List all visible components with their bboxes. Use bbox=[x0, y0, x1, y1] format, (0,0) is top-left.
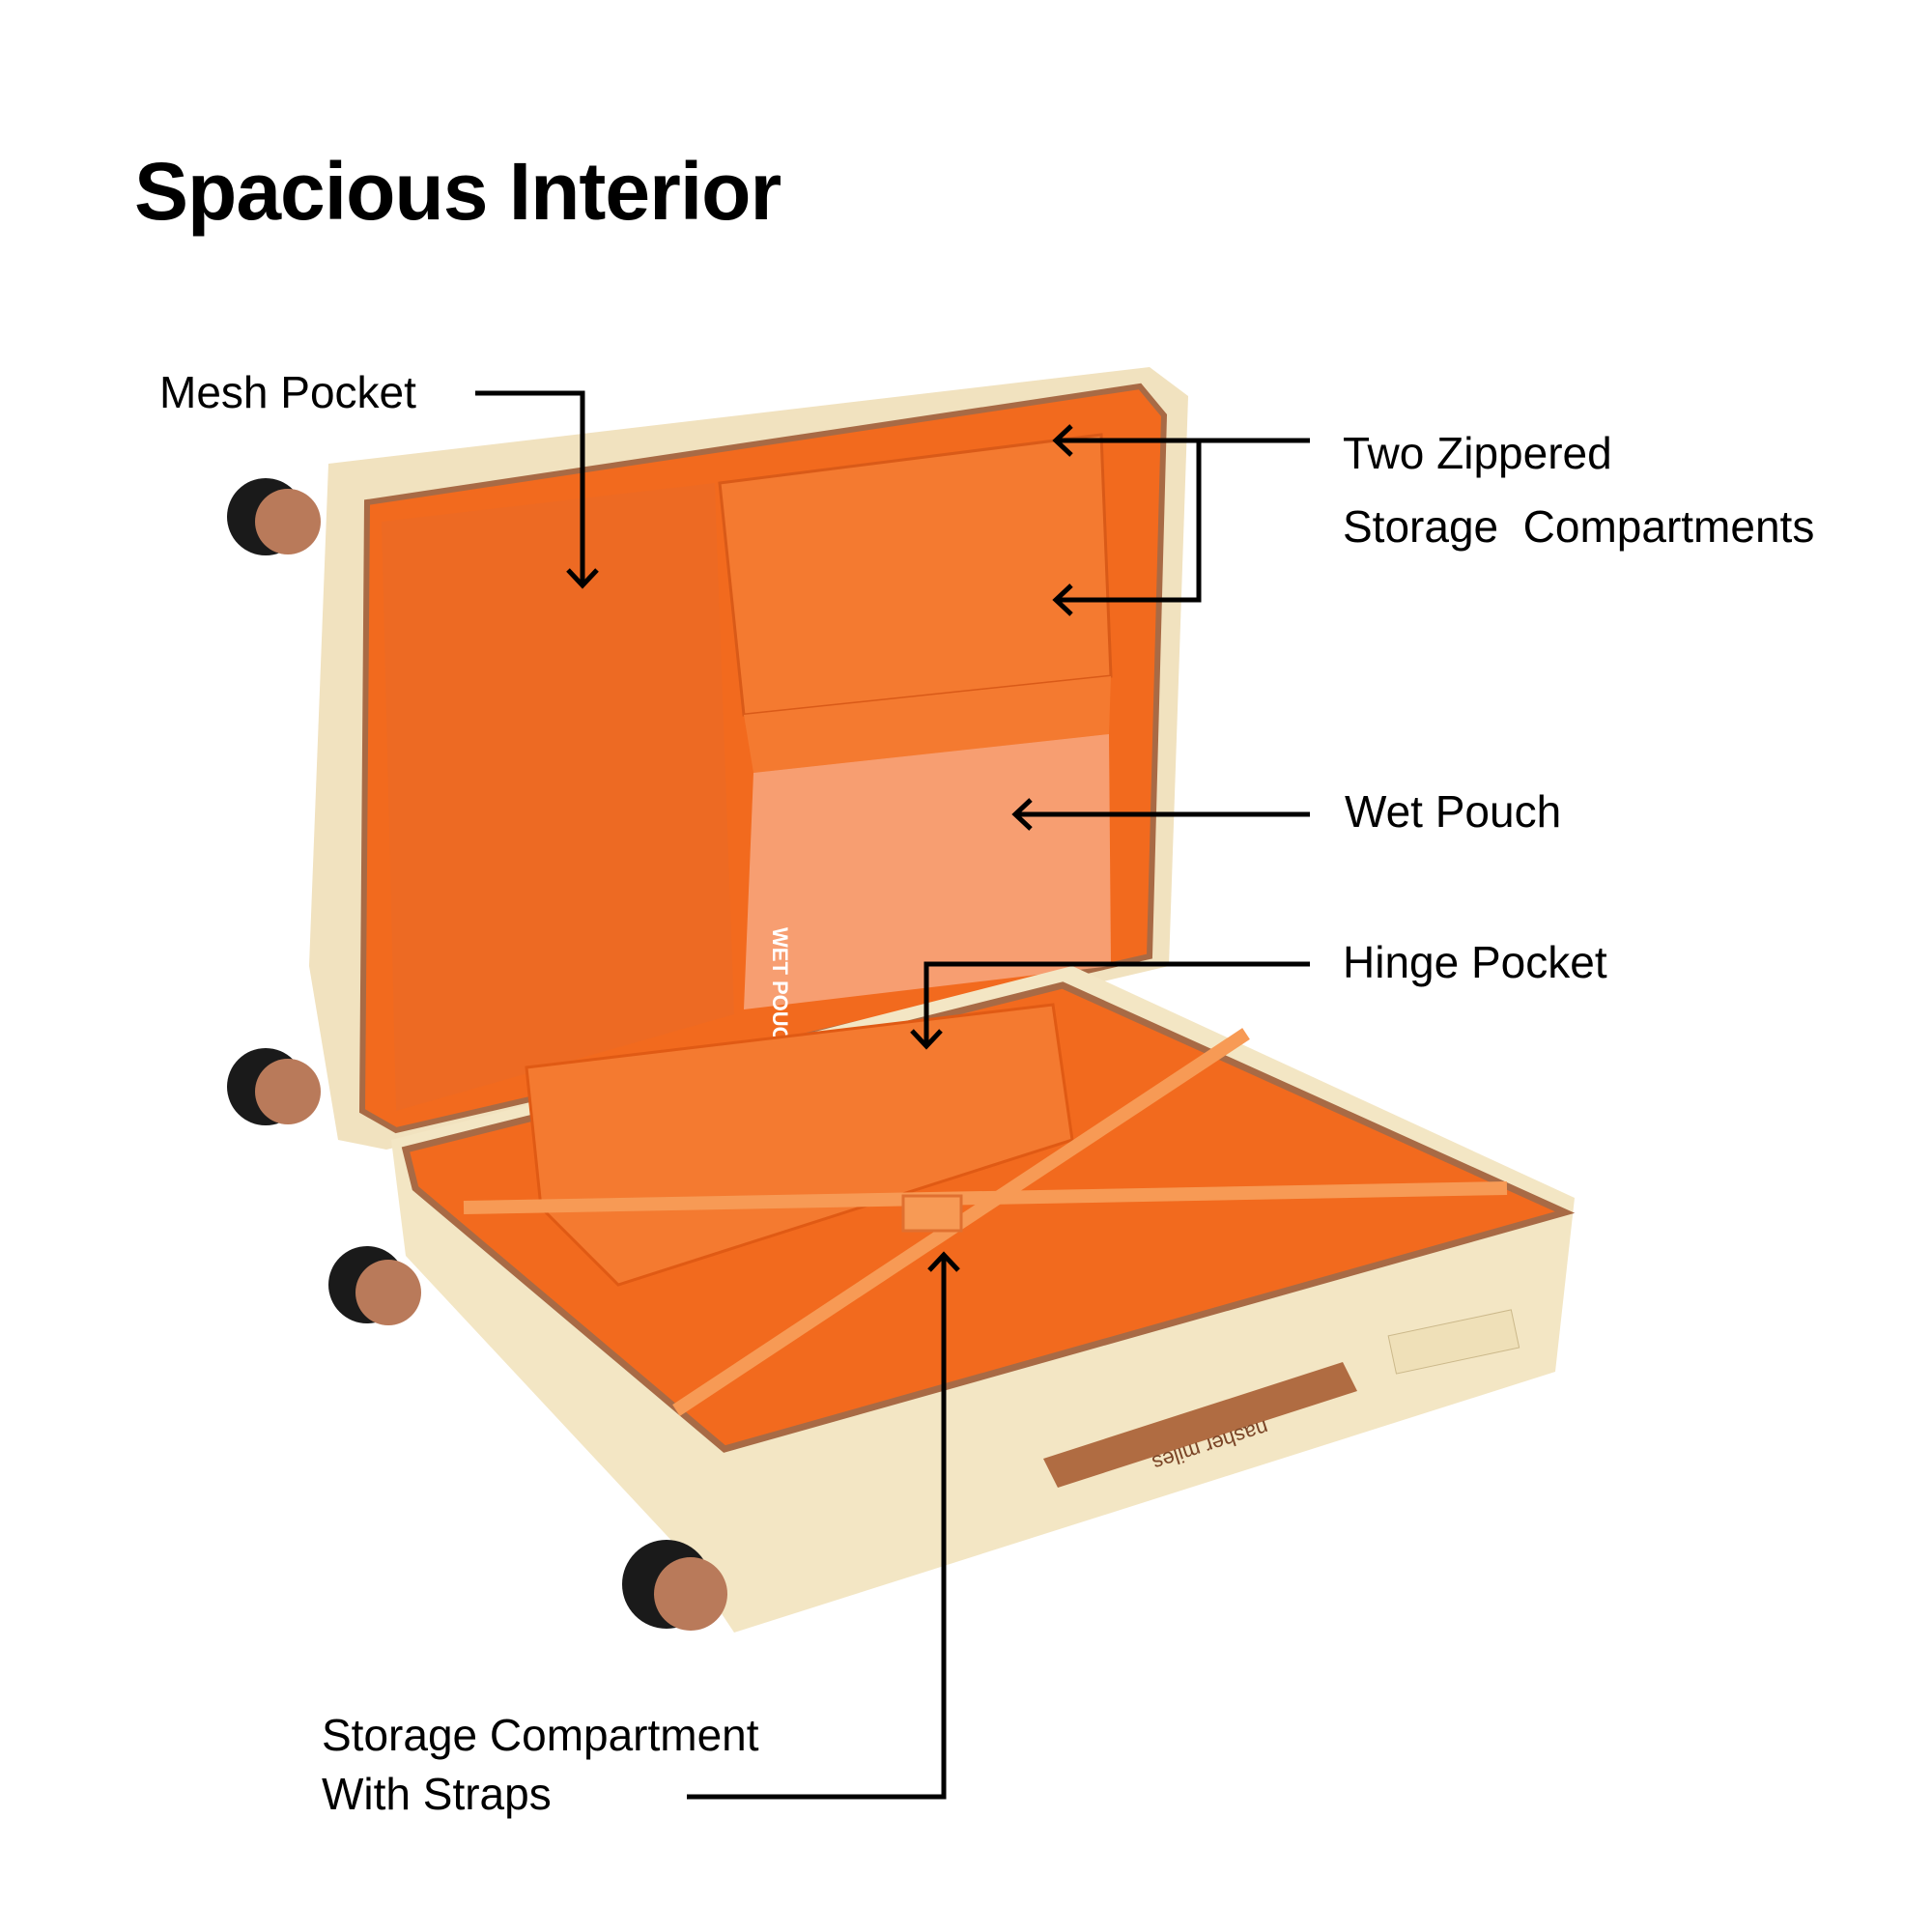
zippered-compartment-lower bbox=[744, 676, 1111, 773]
wheel bbox=[227, 478, 321, 555]
straps-callout bbox=[687, 1255, 947, 1800]
label-two-zippered: Two Zippered bbox=[1343, 428, 1612, 478]
zippered-callout-branch bbox=[1056, 440, 1202, 603]
wheel bbox=[622, 1540, 727, 1631]
page-title: Spacious Interior bbox=[134, 146, 781, 237]
label-storage-compartments: Storage Compartments bbox=[1343, 501, 1815, 552]
label-with-straps: With Straps bbox=[322, 1769, 552, 1819]
zippered-arrowhead bbox=[1052, 424, 1073, 457]
hinge-pocket-arrowhead bbox=[910, 1029, 943, 1050]
strap bbox=[463, 1181, 1508, 1214]
straps-arrowhead bbox=[927, 1251, 960, 1272]
label-storage-compartment: Storage Compartment bbox=[322, 1710, 759, 1760]
wheel bbox=[227, 1048, 321, 1125]
wheel bbox=[328, 1246, 421, 1325]
mesh-pocket-arrowhead bbox=[566, 568, 599, 589]
wet-pouch bbox=[744, 734, 1111, 1009]
label-wet-pouch: Wet Pouch bbox=[1345, 786, 1562, 837]
hinge-pocket bbox=[525, 1003, 1074, 1287]
mesh-pocket bbox=[382, 483, 734, 1111]
side-handle bbox=[1043, 1362, 1357, 1488]
zippered-compartment-upper bbox=[718, 433, 1113, 717]
label-mesh-pocket: Mesh Pocket bbox=[159, 367, 416, 417]
combination-lock bbox=[1387, 1309, 1520, 1375]
label-hinge-pocket: Hinge Pocket bbox=[1343, 937, 1607, 987]
mesh-pocket-callout bbox=[475, 390, 585, 585]
callout-lines bbox=[475, 390, 1310, 1800]
zippered-arrowhead bbox=[1052, 583, 1073, 616]
strap-buckle bbox=[901, 1194, 963, 1233]
wet-pouch-arrowhead bbox=[1011, 798, 1033, 831]
hinge-pocket-callout bbox=[923, 961, 1310, 1046]
